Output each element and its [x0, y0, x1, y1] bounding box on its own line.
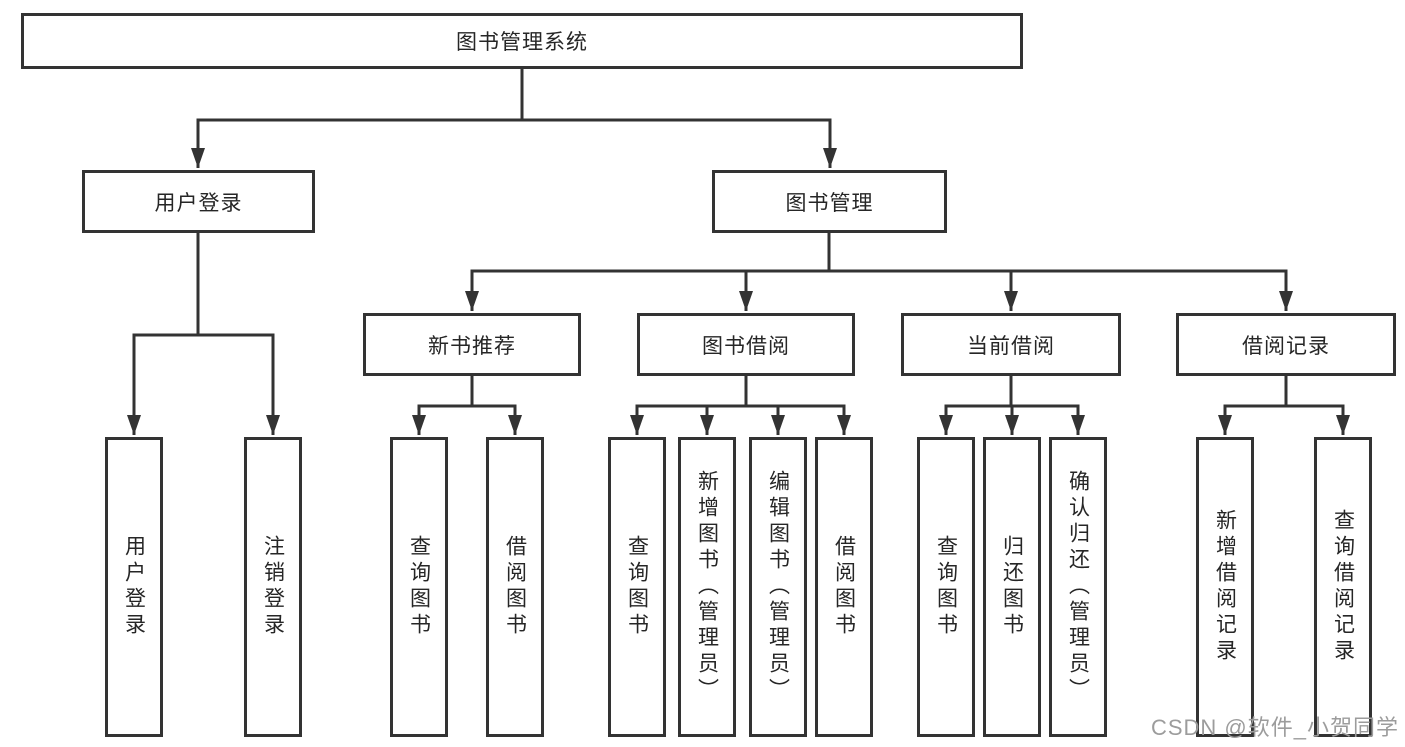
leaf-current-query-books-label: 查询图书: [934, 535, 958, 639]
leaf-confirm-return-admin: 确认归还（管理员）: [1049, 437, 1107, 737]
leaf-borrow-query-books-label: 查询图书: [625, 535, 649, 639]
leaf-recommend-query-books-label: 查询图书: [407, 535, 431, 639]
leaf-logout: 注销登录: [244, 437, 302, 737]
leaf-user-login-label: 用户登录: [122, 535, 146, 639]
node-current-borrow-label: 当前借阅: [967, 334, 1055, 358]
node-root-label: 图书管理系统: [456, 31, 588, 54]
leaf-edit-books-admin: 编辑图书（管理员）: [749, 437, 807, 737]
leaf-borrow-books: 借阅图书: [815, 437, 873, 737]
leaf-logout-label: 注销登录: [261, 535, 285, 639]
leaf-borrow-query-books: 查询图书: [608, 437, 666, 737]
node-user-login: 用户登录: [82, 170, 315, 233]
node-root: 图书管理系统: [21, 13, 1023, 69]
leaf-query-borrow-record: 查询借阅记录: [1314, 437, 1372, 737]
leaf-add-books-admin-label: 新增图书（管理员）: [695, 470, 719, 704]
leaf-add-books-admin: 新增图书（管理员）: [678, 437, 736, 737]
node-book-management: 图书管理: [712, 170, 947, 233]
leaf-user-login: 用户登录: [105, 437, 163, 737]
leaf-current-query-books: 查询图书: [917, 437, 975, 737]
node-user-login-label: 用户登录: [154, 191, 243, 215]
node-new-book-recommend-label: 新书推荐: [428, 334, 516, 358]
node-current-borrow: 当前借阅: [901, 313, 1121, 376]
node-borrow-record-label: 借阅记录: [1242, 334, 1330, 358]
leaf-recommend-borrow-books-label: 借阅图书: [503, 535, 527, 639]
leaf-return-books: 归还图书: [983, 437, 1041, 737]
leaf-add-borrow-record-label: 新增借阅记录: [1213, 509, 1237, 665]
leaf-return-books-label: 归还图书: [1000, 535, 1024, 639]
leaf-recommend-query-books: 查询图书: [390, 437, 448, 737]
node-new-book-recommend: 新书推荐: [363, 313, 581, 376]
node-book-borrow-label: 图书借阅: [702, 334, 790, 358]
leaf-recommend-borrow-books: 借阅图书: [486, 437, 544, 737]
csdn-watermark: CSDN @软件_小贺同学: [1150, 715, 1399, 740]
node-book-management-label: 图书管理: [785, 191, 874, 215]
leaf-add-borrow-record: 新增借阅记录: [1196, 437, 1254, 737]
connector-group: [127, 69, 1350, 435]
leaf-confirm-return-admin-label: 确认归还（管理员）: [1066, 470, 1090, 704]
leaf-edit-books-admin-label: 编辑图书（管理员）: [766, 470, 790, 704]
node-book-borrow: 图书借阅: [637, 313, 855, 376]
leaf-query-borrow-record-label: 查询借阅记录: [1331, 509, 1355, 665]
leaf-borrow-books-label: 借阅图书: [832, 535, 856, 639]
node-borrow-record: 借阅记录: [1176, 313, 1396, 376]
